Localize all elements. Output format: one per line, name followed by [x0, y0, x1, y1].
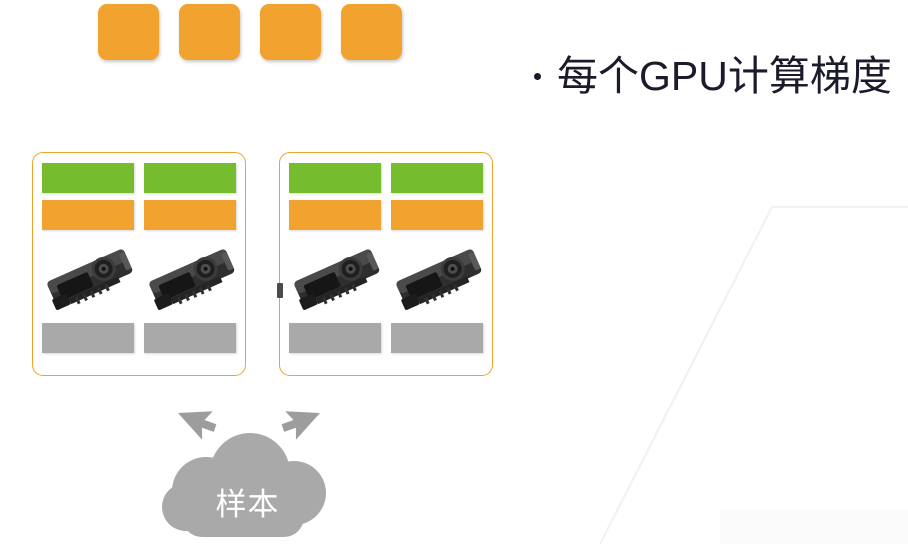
orange-bar-row-left — [42, 200, 236, 230]
gpu-card-row-left — [42, 237, 236, 319]
gray-bar — [144, 323, 236, 353]
gpu-card-row-right — [289, 237, 483, 319]
green-bar — [42, 163, 134, 193]
data-chunk-1 — [98, 4, 159, 60]
gray-bar-row-left — [42, 323, 236, 353]
arrow-up-right-icon — [281, 411, 320, 440]
green-bar-row-left — [42, 163, 236, 193]
server-box-left — [32, 152, 246, 376]
gray-bar — [289, 323, 381, 353]
bullet-point-icon — [534, 73, 541, 80]
gray-bar — [42, 323, 134, 353]
gpu-card-icon — [149, 249, 235, 310]
cloud-body — [162, 433, 326, 537]
arrow-up-left-icon — [178, 411, 217, 440]
slide-title-text: 每个GPU计算梯度 — [557, 53, 892, 99]
gpu-card-icon — [396, 249, 482, 310]
gpu-card-icon — [294, 249, 380, 310]
orange-bar — [42, 200, 134, 230]
server-connector-nub-right — [277, 283, 283, 298]
background-decoration — [600, 205, 908, 544]
green-bar — [144, 163, 236, 193]
green-bar — [391, 163, 483, 193]
gpu-card-icon — [47, 249, 133, 310]
data-chunk-2 — [179, 4, 240, 60]
cloud-label: 样本 — [215, 487, 280, 522]
green-bar — [289, 163, 381, 193]
data-chunk-row — [98, 4, 402, 60]
sample-cloud-group: 样本 — [160, 405, 350, 544]
data-chunk-3 — [260, 4, 321, 60]
orange-bar — [144, 200, 236, 230]
orange-bar — [289, 200, 381, 230]
bullet-line: 每个GPU计算梯度 — [534, 56, 892, 97]
data-chunk-4 — [341, 4, 402, 60]
cloud-shape — [162, 411, 326, 537]
gray-bar — [391, 323, 483, 353]
green-bar-row-right — [289, 163, 483, 193]
orange-bar — [391, 200, 483, 230]
orange-bar-row-right — [289, 200, 483, 230]
gray-bar-row-right — [289, 323, 483, 353]
server-box-right — [277, 152, 493, 376]
